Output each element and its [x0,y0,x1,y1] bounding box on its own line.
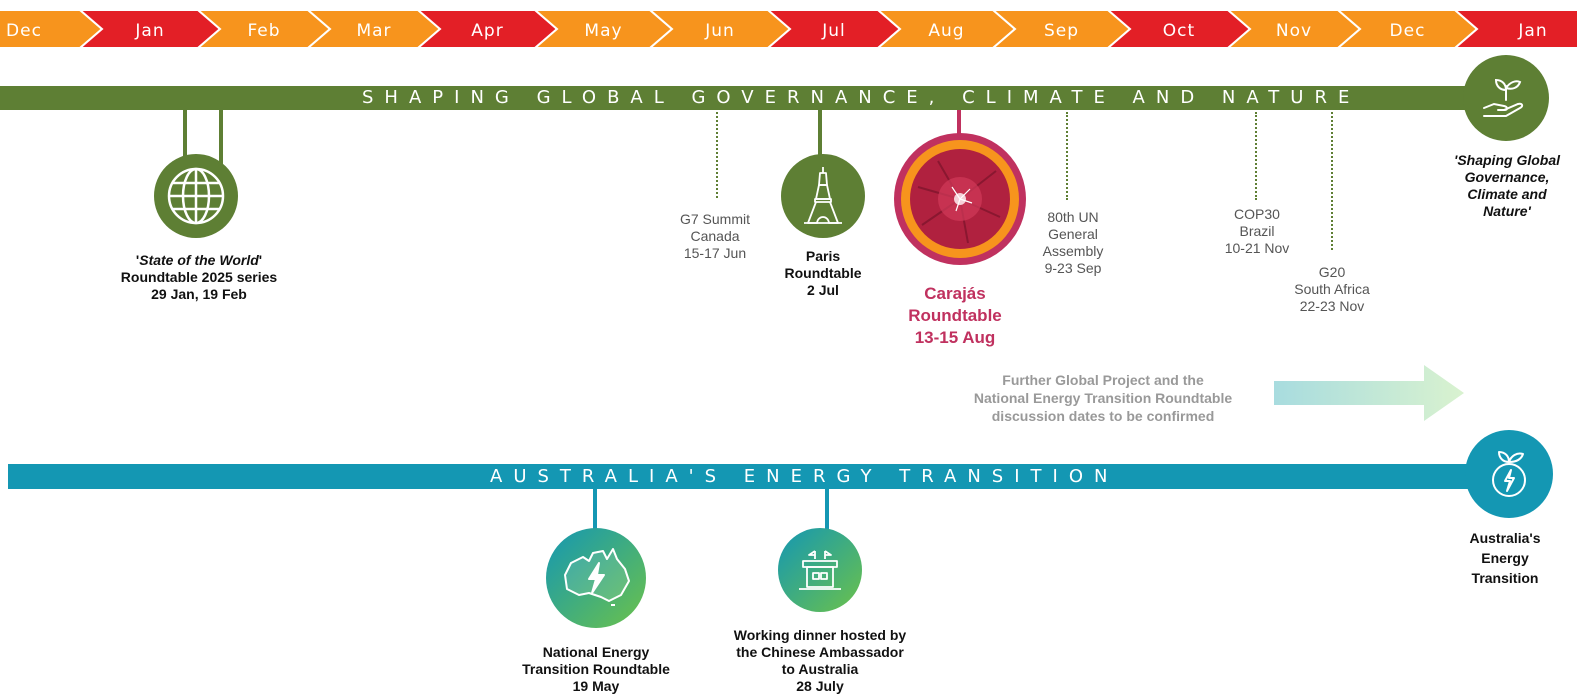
month-label: Jun [704,21,735,41]
un-general-assembly-label: 80th UN General Assembly 9-23 Sep [1042,209,1104,276]
connector-line [818,110,822,158]
connector-line [1066,112,1068,200]
connector-line [593,489,597,531]
month-label: Oct [1163,21,1195,41]
working-dinner-label: Working dinner hosted by the Chinese Amb… [733,627,907,694]
energy-transition-bar [8,464,1508,489]
connector-line [1331,112,1333,250]
australia-energy-icon [546,528,646,628]
energy-side-label: Australia's Energy Transition [1469,530,1541,586]
paris-roundtable-label: Paris Roundtable 2 Jul [784,248,862,298]
netr-label: National Energy Transition Roundtable 19… [522,644,670,694]
energy-bar-title: AUSTRALIA'S ENERGY TRANSITION [490,466,1119,487]
month-label: Apr [471,21,503,41]
connector-line [957,110,961,136]
connector-line [825,489,829,531]
globe-icon [154,154,238,238]
month-label: Sep [1044,21,1079,41]
month-label: Dec [1390,21,1426,41]
dates-tbc-note: Further Global Project and the National … [973,372,1233,424]
month-label: May [584,21,622,41]
month-label: Jan [1517,21,1547,41]
eiffel-tower-icon [781,154,865,238]
hand-plant-icon [1463,55,1549,141]
embassy-icon [778,528,862,612]
connector-line [219,110,223,165]
month-label: Feb [247,21,280,41]
leaf-energy-icon [1465,430,1553,518]
connector-line [1255,112,1257,200]
month-chevron [1452,9,1577,49]
flower-icon [894,133,1026,265]
month-timeline: Dec Jan Feb Mar Apr May Jun Jul Aug Sep Oct Nov Dec J… [0,9,1577,49]
g7-summit-label: G7 Summit Canada 15-17 Jun [679,211,750,261]
state-of-world-label: 'State of the World' Roundtable 2025 ser… [120,252,278,302]
cop30-label: COP30 Brazil 10-21 Nov [1224,206,1290,256]
g20-label: G20 South Africa 22-23 Nov [1294,264,1370,314]
governance-side-label: 'Shaping Global Governance, Climate and … [1454,152,1560,219]
month-label: Nov [1276,21,1312,41]
governance-bar [0,86,1500,110]
month-label: Mar [356,21,391,41]
month-label: Aug [928,21,964,41]
carajas-roundtable-label: Carajás Roundtable 13-15 Aug [908,284,1002,347]
connector-line [716,112,718,198]
month-label: Jan [134,21,164,41]
month-label: Dec [6,21,42,41]
arrow-right-icon [1274,365,1464,421]
month-label: Jul [821,21,846,41]
connector-line [183,110,187,158]
governance-bar-title: SHAPING GLOBAL GOVERNANCE, CLIMATE AND N… [362,87,1361,108]
